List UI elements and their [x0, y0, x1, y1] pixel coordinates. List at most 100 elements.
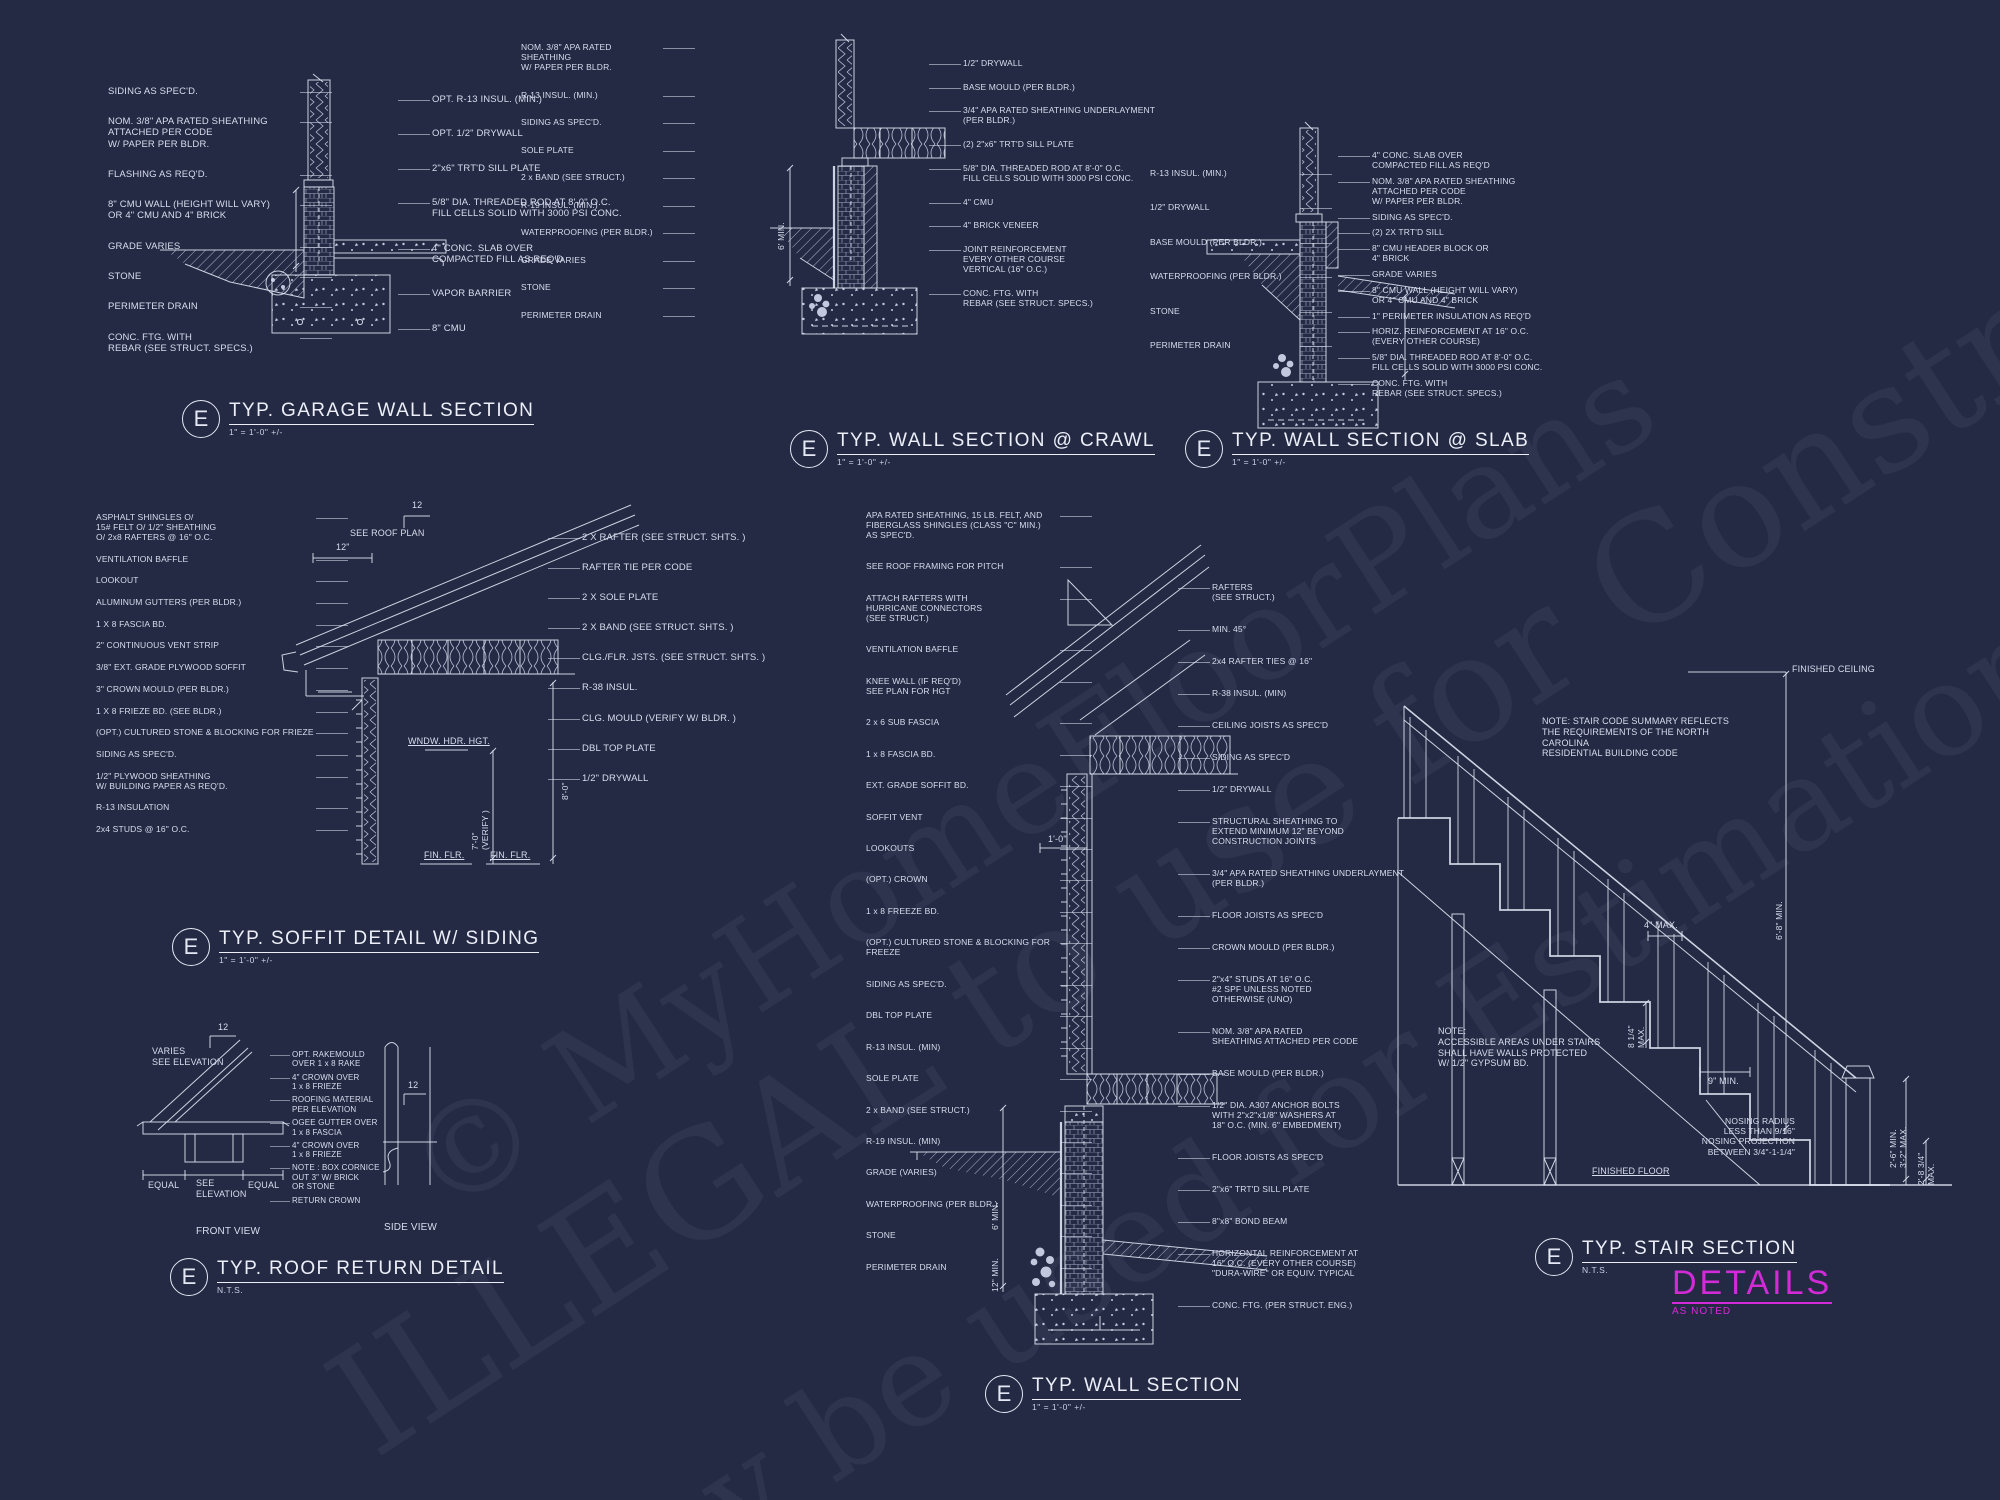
soffit-title: E TYP. SOFFIT DETAIL W/ SIDING 1" = 1'-0…: [172, 928, 540, 966]
slab-title: E TYP. WALL SECTION @ SLAB 1" = 1'-0" +/…: [1185, 430, 1530, 468]
slope-12-label: 12: [218, 1022, 229, 1032]
callout-label: 8" CMU: [398, 323, 662, 334]
callout-label: STONE: [1150, 306, 1332, 316]
callout-label: BASE MOULD (PER BLDR.): [1150, 237, 1332, 247]
details-stamp: DETAILS AS NOTED: [1672, 1264, 1833, 1317]
callout-label: CONC. FTG. WITH REBAR (SEE STRUCT. SPECS…: [108, 332, 332, 354]
front-view-label: FRONT VIEW: [196, 1226, 261, 1237]
detail-letter-badge: E: [172, 928, 210, 966]
see-roof-plan-note: SEE ROOF PLAN: [350, 528, 425, 538]
callout-label: OPT. RAKEMOULD OVER 1 x 8 RAKE: [270, 1050, 452, 1069]
callout-label: 3/4" APA RATED SHEATHING UNDERLAYMENT (P…: [1178, 868, 1452, 888]
callout-label: (2) 2"x6" TRT'D SILL PLATE: [929, 139, 1193, 149]
depth-dim: 12" MIN.: [990, 1258, 1000, 1292]
detail-title: TYP. WALL SECTION @ CRAWL: [837, 430, 1155, 455]
depth-dim: 6' MIN.: [776, 222, 786, 250]
callout-label: NOM. 3/8" APA RATED SHEATHING ATTACHED P…: [1338, 176, 1617, 206]
callout-label: SIDING AS SPEC'D.: [108, 86, 332, 97]
callout-label: 2x4 STUDS @ 16" O.C.: [96, 824, 348, 834]
callout-label: R-19 INSUL. (MIN.): [521, 200, 695, 210]
callout-label: RAFTER TIE PER CODE: [548, 562, 792, 573]
see-elevation-dim: SEE ELEVATION: [196, 1178, 247, 1199]
finished-ceiling-label: FINISHED CEILING: [1792, 664, 1875, 674]
callout-label: JOINT REINFORCEMENT EVERY OTHER COURSE V…: [929, 244, 1193, 274]
callout-label: 8" CMU WALL (HEIGHT WILL VARY) OR 4" CMU…: [108, 199, 332, 221]
wall-right-callouts: RAFTERS (SEE STRUCT.)MIN. 45°2x4 RAFTER …: [1178, 582, 1452, 1310]
detail-title: TYP. SOFFIT DETAIL W/ SIDING: [219, 928, 540, 953]
callout-label: 2"x6" TRT'D SILL PLATE: [398, 163, 662, 174]
callout-label: HORIZONTAL REINFORCEMENT AT 16" O.C. (EV…: [1178, 1248, 1452, 1278]
stair-title: E TYP. STAIR SECTION N.T.S.: [1535, 1238, 1797, 1276]
callout-label: SEE ROOF FRAMING FOR PITCH: [866, 561, 1092, 571]
detail-title: TYP. GARAGE WALL SECTION: [229, 400, 535, 425]
callout-label: KNEE WALL (IF REQ'D) SEE PLAN FOR HGT: [866, 676, 1092, 696]
callout-label: CEILING JOISTS AS SPEC'D: [1178, 720, 1452, 730]
callout-label: RETURN CROWN: [270, 1196, 452, 1205]
callout-label: NOM. 3/8" APA RATED SHEATHING W/ PAPER P…: [521, 42, 695, 72]
callout-label: STONE: [866, 1230, 1092, 1240]
tread-dim: 9" MIN.: [1708, 1076, 1739, 1086]
callout-label: VENTILATION BAFFLE: [96, 554, 348, 564]
callout-label: ATTACH RAFTERS WITH HURRICANE CONNECTORS…: [866, 593, 1092, 623]
detail-scale: N.T.S.: [1582, 1265, 1609, 1275]
callout-label: LOOKOUT: [96, 575, 348, 585]
callout-label: DBL TOP PLATE: [866, 1010, 1092, 1020]
slope-12-label: 12: [408, 1080, 419, 1090]
callout-label: SOFFIT VENT: [866, 812, 1092, 822]
nosing-note: NOSING RADIUS LESS THAN 9/16" NOSING PRO…: [1701, 1116, 1795, 1157]
crawl-title: E TYP. WALL SECTION @ CRAWL 1" = 1'-0" +…: [790, 430, 1155, 468]
headroom-dim: 6'-8" MIN.: [1774, 901, 1784, 940]
callout-label: 2x4 RAFTER TIES @ 16": [1178, 656, 1452, 666]
callout-label: VAPOR BARRIER: [398, 288, 662, 299]
callout-label: 2 X SOLE PLATE: [548, 592, 792, 603]
callout-label: 1/2" DIA. A307 ANCHOR BOLTS WITH 2"x2"x1…: [1178, 1100, 1452, 1130]
callout-label: 2 x BAND (SEE STRUCT.): [521, 172, 695, 182]
callout-label: GRADE VARIES: [108, 241, 332, 252]
callout-label: FLASHING AS REQ'D.: [108, 169, 332, 180]
callout-label: CROWN MOULD (PER BLDR.): [1178, 942, 1452, 952]
detail-title: TYP. WALL SECTION: [1032, 1375, 1241, 1400]
garage-left-callouts: SIDING AS SPEC'D.NOM. 3/8" APA RATED SHE…: [108, 86, 332, 354]
detail-scale: N.T.S.: [217, 1285, 244, 1295]
callout-label: R-19 INSUL. (MIN): [866, 1136, 1092, 1146]
callout-label: CONC. FTG. WITH REBAR (SEE STRUCT. SPECS…: [1338, 378, 1617, 398]
detail-scale: 1" = 1'-0" +/-: [1232, 457, 1286, 467]
callout-label: (OPT.) CULTURED STONE & BLOCKING FOR FRI…: [96, 727, 348, 738]
crawl-left-callouts: NOM. 3/8" APA RATED SHEATHING W/ PAPER P…: [521, 42, 695, 320]
callout-label: 1/2" DRYWALL: [548, 773, 792, 784]
side-view-label: SIDE VIEW: [384, 1222, 438, 1233]
callout-label: CLG./FLR. JSTS. (SEE STRUCT. SHTS. ): [548, 652, 792, 663]
detail-title: TYP. ROOF RETURN DETAIL: [217, 1258, 504, 1283]
window-header-height-label: WNDW. HDR. HGT.: [408, 736, 490, 746]
callout-label: PERIMETER DRAIN: [108, 301, 332, 312]
finished-floor-label: FINISHED FLOOR: [1592, 1166, 1670, 1176]
detail-title: TYP. WALL SECTION @ SLAB: [1232, 430, 1530, 455]
detail-scale: 1" = 1'-0" +/-: [219, 955, 273, 965]
garage-right-callouts: OPT. R-13 INSUL. (MIN.)OPT. 1/2" DRYWALL…: [398, 94, 662, 334]
roof-return-callouts: OPT. RAKEMOULD OVER 1 x 8 RAKE 4" CROWN O…: [270, 1050, 452, 1205]
detail-scale: 1" = 1'-0" +/-: [1032, 1402, 1086, 1412]
callout-label: PERIMETER DRAIN: [1150, 340, 1332, 350]
soffit-right-callouts: 2 X RAFTER (SEE STRUCT. SHTS. )RAFTER TI…: [548, 532, 792, 784]
callout-label: 1/2" DRYWALL: [1150, 202, 1332, 212]
callout-label: APA RATED SHEATHING, 15 LB. FELT, AND FI…: [866, 510, 1092, 540]
callout-label: 8" CMU WALL (HEIGHT WILL VARY) OR 4" CMU…: [1338, 285, 1617, 305]
garage-title: E TYP. GARAGE WALL SECTION 1" = 1'-0" +/…: [182, 400, 535, 438]
callout-label: SOLE PLATE: [521, 145, 695, 155]
as-noted-text: AS NOTED: [1672, 1305, 1732, 1317]
callout-label: RAFTERS (SEE STRUCT.): [1178, 582, 1452, 602]
detail-scale: 1" = 1'-0" +/-: [229, 427, 283, 437]
callout-label: 2 X BAND (SEE STRUCT. SHTS. ): [548, 622, 792, 633]
detail-scale: 1" = 1'-0" +/-: [837, 457, 891, 467]
callout-label: ROOFING MATERIAL PER ELEVATION: [270, 1095, 452, 1114]
callout-label: STONE: [108, 271, 332, 282]
callout-label: PERIMETER DRAIN: [866, 1262, 1092, 1272]
depth-dim: 6' MIN.: [990, 1202, 1000, 1230]
callout-label: 5/8" DIA. THREADED ROD AT 8'-0" O.C. FIL…: [398, 197, 662, 219]
equal-dim: EQUAL: [148, 1180, 180, 1190]
callout-label: OPT. R-13 INSUL. (MIN.): [398, 94, 662, 105]
details-stamp-text: DETAILS: [1672, 1264, 1833, 1304]
callout-label: 4" CROWN OVER 1 x 8 FRIEZE: [270, 1073, 452, 1092]
